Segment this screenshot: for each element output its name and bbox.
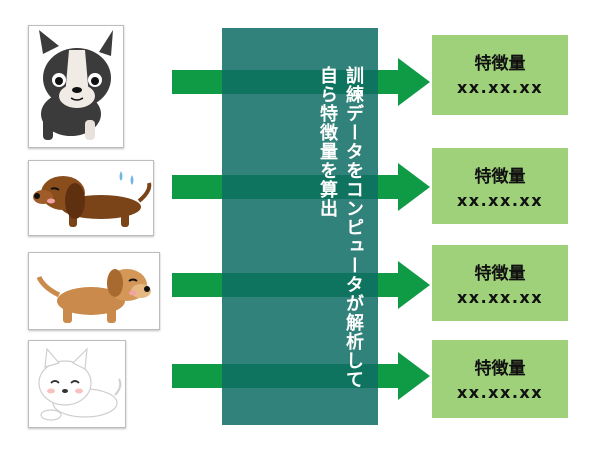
feature-title: 特徴量 [474, 167, 526, 187]
white-puppy-illustration [38, 347, 122, 421]
dog-image-2 [28, 160, 154, 236]
brown-dog-illustration [36, 269, 151, 323]
analysis-text: 訓練データをコンピュータが解析して 自ら特徴量を算出 [314, 66, 366, 389]
feature-value: xx.xx.xx [456, 78, 544, 97]
feature-box-3: 特徴量 xx.xx.xx [432, 245, 568, 321]
feature-title: 特徴量 [474, 359, 526, 379]
analysis-text-line-2: 自ら特徴量を算出 [317, 66, 338, 218]
feature-value: xx.xx.xx [456, 383, 544, 402]
feature-value: xx.xx.xx [456, 288, 544, 307]
dog-image-1 [28, 25, 124, 148]
feature-box-2: 特徴量 xx.xx.xx [432, 148, 568, 224]
dachshund-illustration [33, 171, 152, 227]
analysis-panel: 訓練データをコンピュータが解析して 自ら特徴量を算出 [222, 28, 378, 425]
dog-image-4 [28, 340, 126, 428]
feature-value: xx.xx.xx [456, 191, 544, 210]
feature-box-1: 特徴量 xx.xx.xx [432, 35, 568, 115]
feature-title: 特徴量 [474, 264, 526, 284]
boston-terrier-illustration [39, 30, 113, 140]
feature-title: 特徴量 [474, 54, 526, 74]
dog-image-3 [28, 252, 160, 330]
feature-box-4: 特徴量 xx.xx.xx [432, 340, 568, 418]
analysis-text-line-1: 訓練データをコンピュータが解析して [343, 66, 364, 389]
